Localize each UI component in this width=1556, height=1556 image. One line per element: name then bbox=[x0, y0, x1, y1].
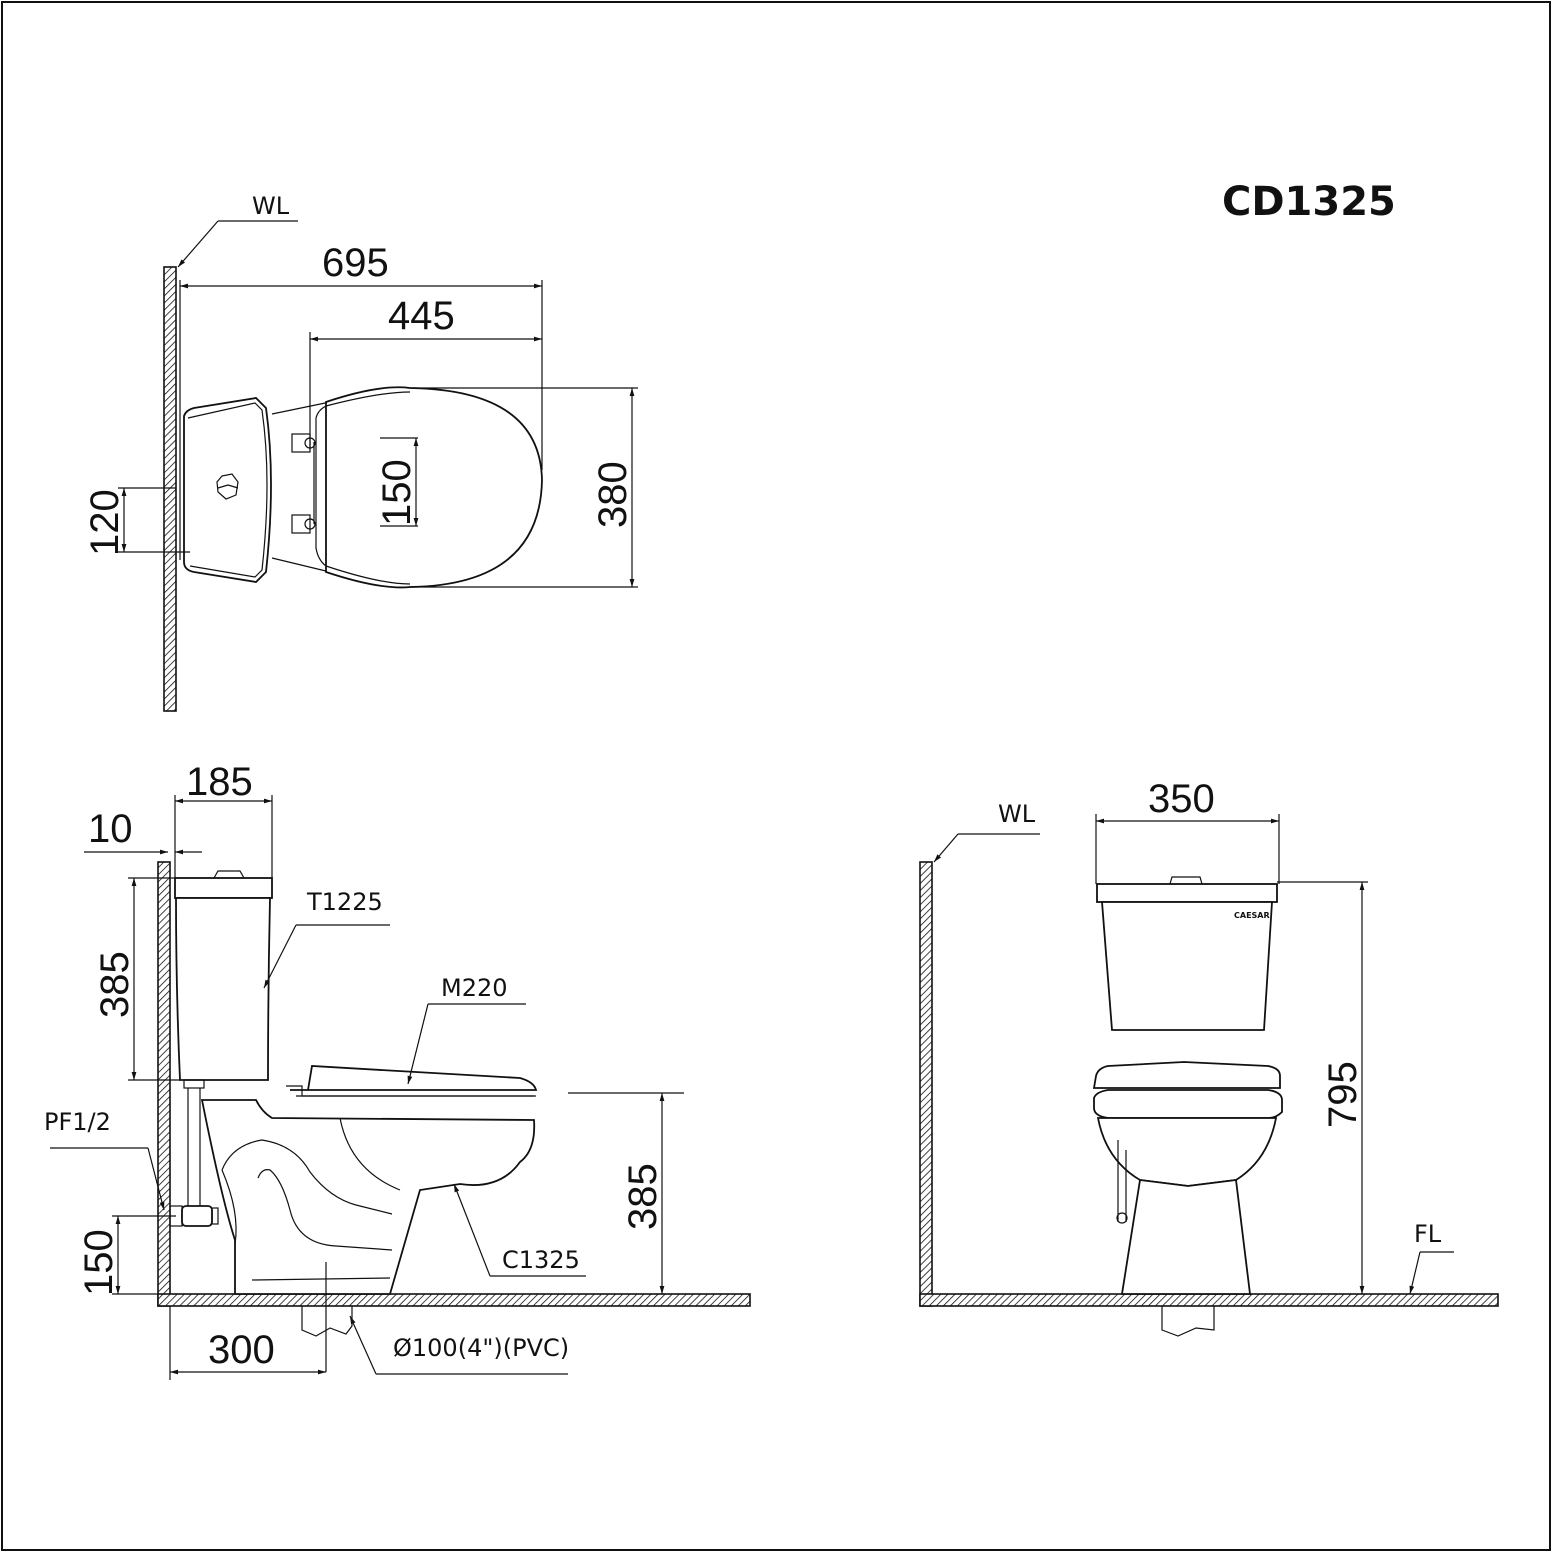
dim-supply-offset: 120 bbox=[83, 489, 127, 556]
side-view: 185 10 385 T1225 bbox=[44, 760, 751, 1380]
dim-rough-in: 300 bbox=[208, 1328, 275, 1372]
front-view: WL 350 CAESAR 795 FL bbox=[919, 777, 1499, 1337]
side-wall bbox=[157, 861, 171, 1307]
dim-overall-length: 695 bbox=[322, 241, 389, 285]
dim-supply-height: 150 bbox=[77, 1229, 121, 1296]
tank-lid bbox=[174, 877, 273, 899]
side-floor bbox=[157, 1293, 751, 1307]
front-bowl bbox=[1096, 1117, 1278, 1187]
dim-tank-height: 385 bbox=[93, 951, 137, 1018]
dim-seat-height: 385 bbox=[621, 1163, 665, 1230]
wall-hatch bbox=[163, 266, 177, 712]
front-floor bbox=[919, 1293, 1499, 1307]
front-pedestal bbox=[1120, 1178, 1252, 1295]
dim-width: 380 bbox=[591, 461, 635, 528]
drain-pipe-label: Ø100(4")(PVC) bbox=[393, 1334, 569, 1362]
dim-overall-height: 795 bbox=[1321, 1061, 1365, 1128]
model-title: CD1325 bbox=[1222, 179, 1396, 225]
angle-valve bbox=[181, 1205, 213, 1227]
front-wall bbox=[919, 861, 933, 1307]
front-wall-line-label: WL bbox=[998, 800, 1036, 828]
top-view: WL 695 445 150 bbox=[83, 192, 638, 712]
tank-body bbox=[175, 897, 271, 1081]
part-tank-label: T1225 bbox=[306, 888, 383, 916]
part-seat-label: M220 bbox=[441, 974, 508, 1002]
front-tank-body bbox=[1101, 901, 1273, 1031]
brand-mark: CAESAR bbox=[1234, 911, 1270, 920]
seat-lid bbox=[290, 1065, 538, 1091]
dim-wall-gap: 10 bbox=[88, 807, 133, 851]
front-tank-lid bbox=[1096, 883, 1278, 903]
bowl-body bbox=[200, 1099, 536, 1295]
dim-hinge-spacing: 150 bbox=[375, 459, 419, 526]
dim-tank-width: 350 bbox=[1148, 777, 1215, 821]
part-bowl-label: C1325 bbox=[502, 1246, 580, 1274]
dim-tank-depth: 185 bbox=[186, 760, 253, 804]
wall-line-label: WL bbox=[252, 192, 290, 220]
part-supply-label: PF1/2 bbox=[44, 1108, 111, 1136]
dim-bowl-length: 445 bbox=[388, 294, 455, 338]
floor-line-label: FL bbox=[1414, 1220, 1442, 1248]
